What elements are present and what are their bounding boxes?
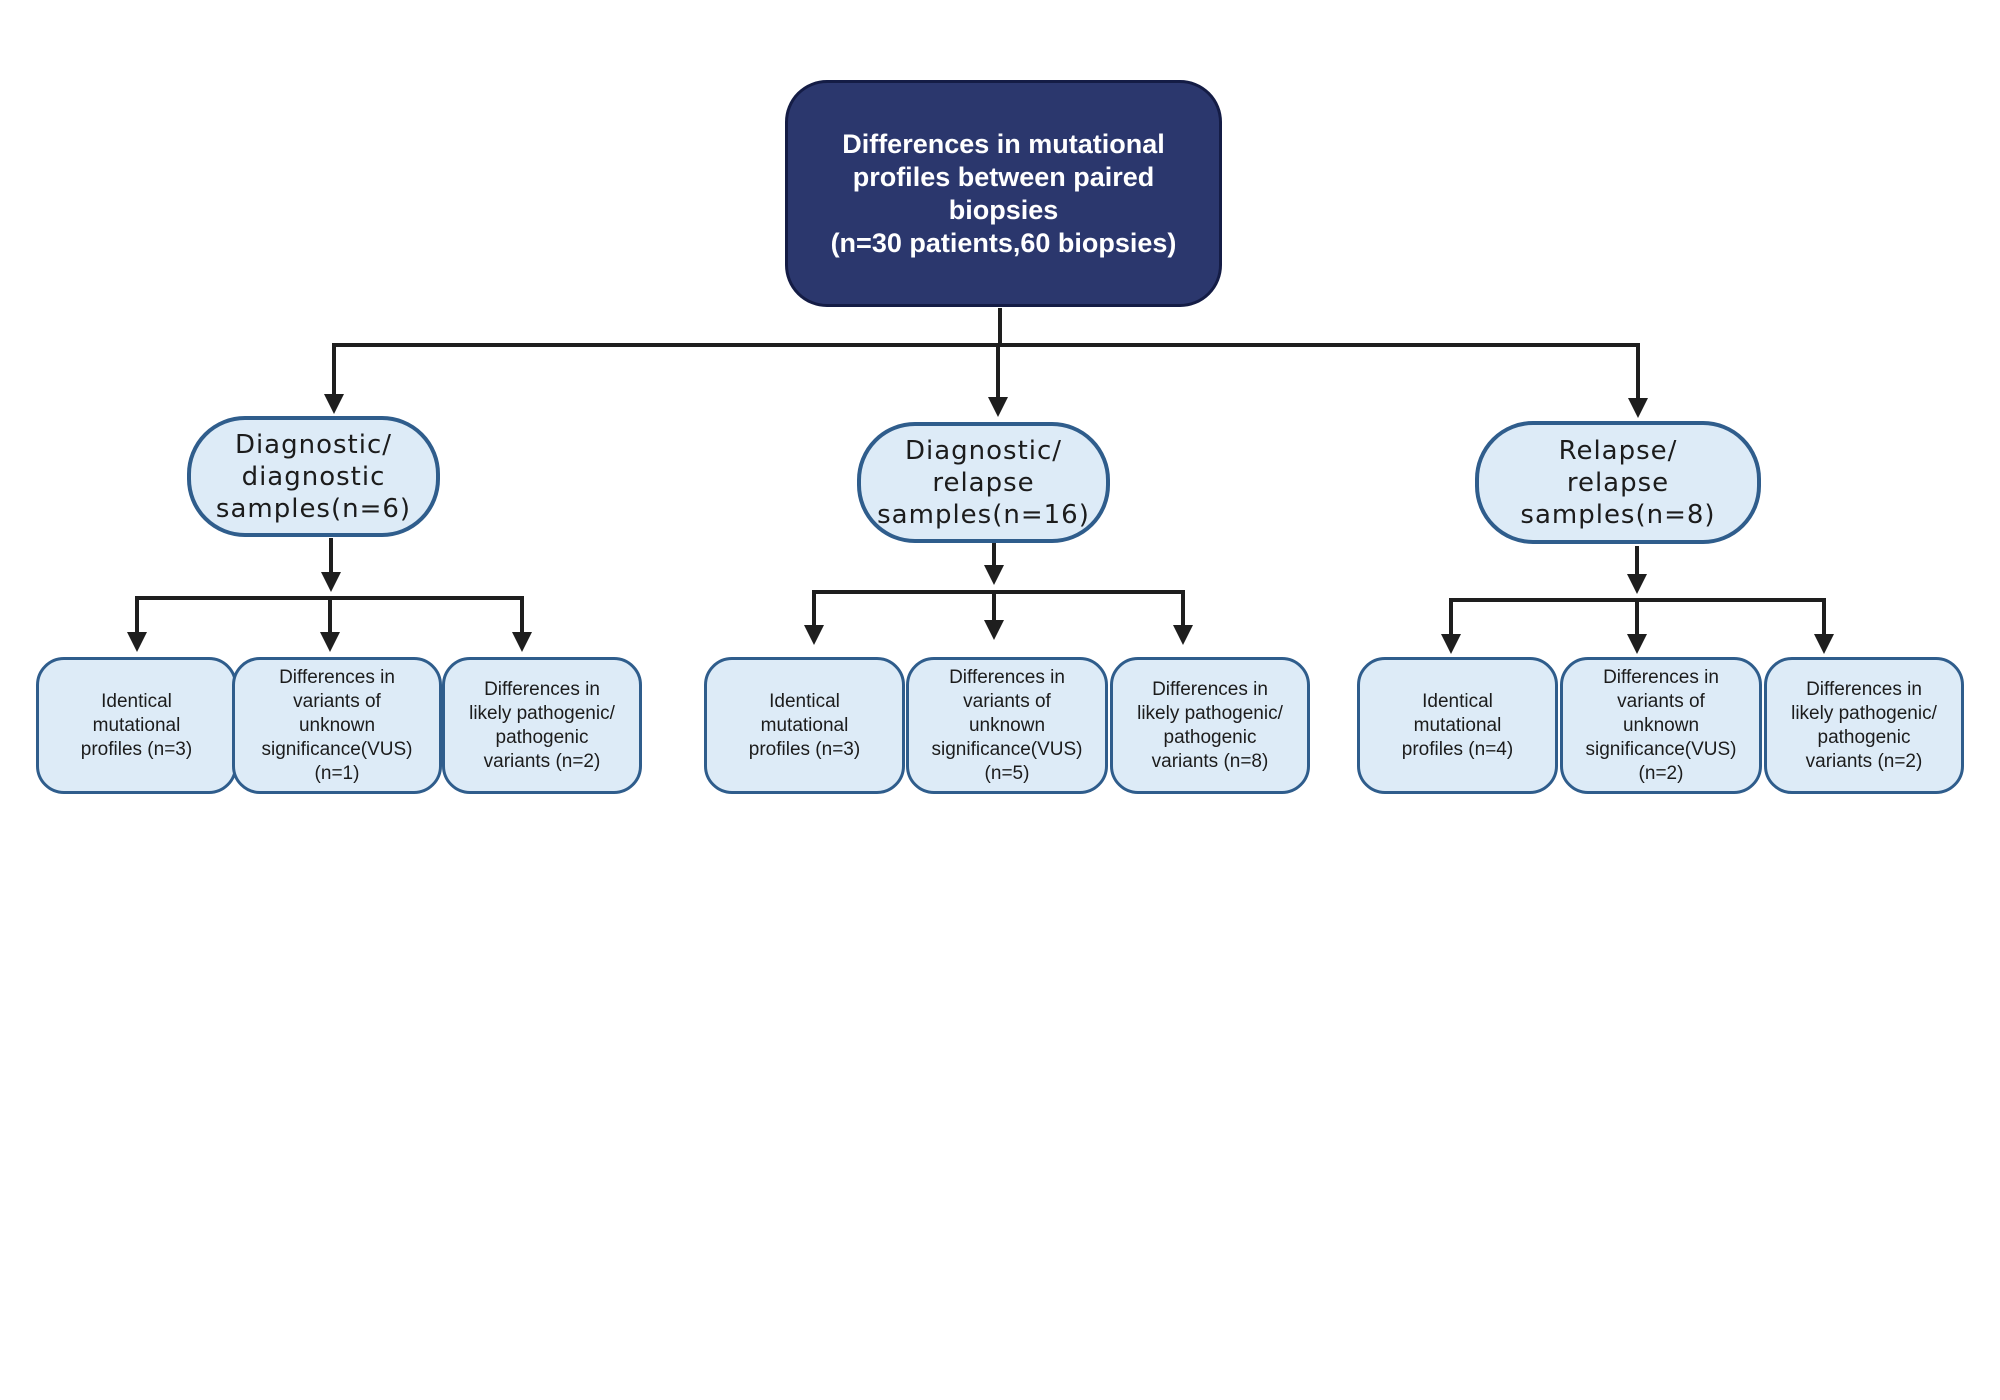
arrowhead (984, 620, 1004, 640)
arrowhead (321, 572, 341, 592)
leaf-box-relapse-relapse-vus: Differences in variants of unknown signi… (1560, 657, 1762, 794)
group-box-diagnostic-relapse: Diagnostic/ relapse samples(n=16) (857, 422, 1110, 543)
leaf-box-relapse-identical: Identical mutational profiles (n=3) (704, 657, 905, 794)
leaf-box-relapse-relapse-identical: Identical mutational profiles (n=4) (1357, 657, 1558, 794)
arrowhead (1814, 634, 1834, 654)
leaf-box-diagnostic-identical: Identical mutational profiles (n=3) (36, 657, 237, 794)
group-box-diagnostic-diagnostic: Diagnostic/ diagnostic samples(n=6) (187, 416, 440, 537)
arrowhead (324, 394, 344, 414)
leaf-box-relapse-pathogenic: Differences in likely pathogenic/ pathog… (1110, 657, 1310, 794)
arrowhead (804, 625, 824, 645)
arrowhead (127, 632, 147, 652)
arrowhead (984, 565, 1004, 585)
arrowhead (1173, 625, 1193, 645)
arrowhead (1628, 398, 1648, 418)
leaf-box-relapse-relapse-pathogenic: Differences in likely pathogenic/ pathog… (1764, 657, 1964, 794)
arrowhead (512, 632, 532, 652)
arrowhead (1441, 634, 1461, 654)
leaf-box-diagnostic-pathogenic: Differences in likely pathogenic/ pathog… (442, 657, 642, 794)
arrowhead (988, 397, 1008, 417)
arrowhead (1627, 574, 1647, 594)
arrowhead (1627, 634, 1647, 654)
leaf-box-diagnostic-vus: Differences in variants of unknown signi… (232, 657, 442, 794)
leaf-box-relapse-vus: Differences in variants of unknown signi… (906, 657, 1108, 794)
arrowhead (320, 632, 340, 652)
root-box: Differences in mutational profiles betwe… (785, 80, 1222, 307)
group-box-relapse-relapse: Relapse/ relapse samples(n=8) (1475, 421, 1761, 544)
